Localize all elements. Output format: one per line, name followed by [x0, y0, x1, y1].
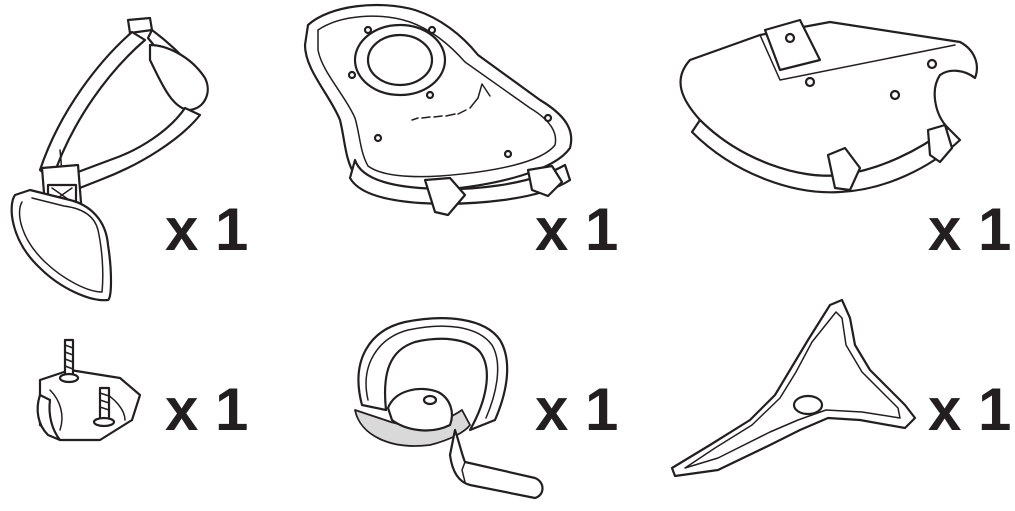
quantity-label-blade: x 1	[928, 376, 1012, 443]
three-tooth-blade-icon	[670, 298, 917, 478]
blade-guard-icon	[679, 18, 978, 194]
quantity-label-harness: x 1	[165, 196, 249, 263]
quantity-label-bracket: x 1	[165, 376, 249, 443]
grass-guard-icon	[303, 3, 573, 217]
quantity-label-handle: x 1	[535, 376, 619, 443]
shoulder-harness-icon	[10, 16, 209, 302]
loop-handle-icon	[354, 317, 544, 500]
bracket-clamp-icon	[36, 338, 142, 442]
quantity-label-grass-guard: x 1	[535, 196, 619, 263]
quantity-label-blade-guard: x 1	[928, 196, 1012, 263]
